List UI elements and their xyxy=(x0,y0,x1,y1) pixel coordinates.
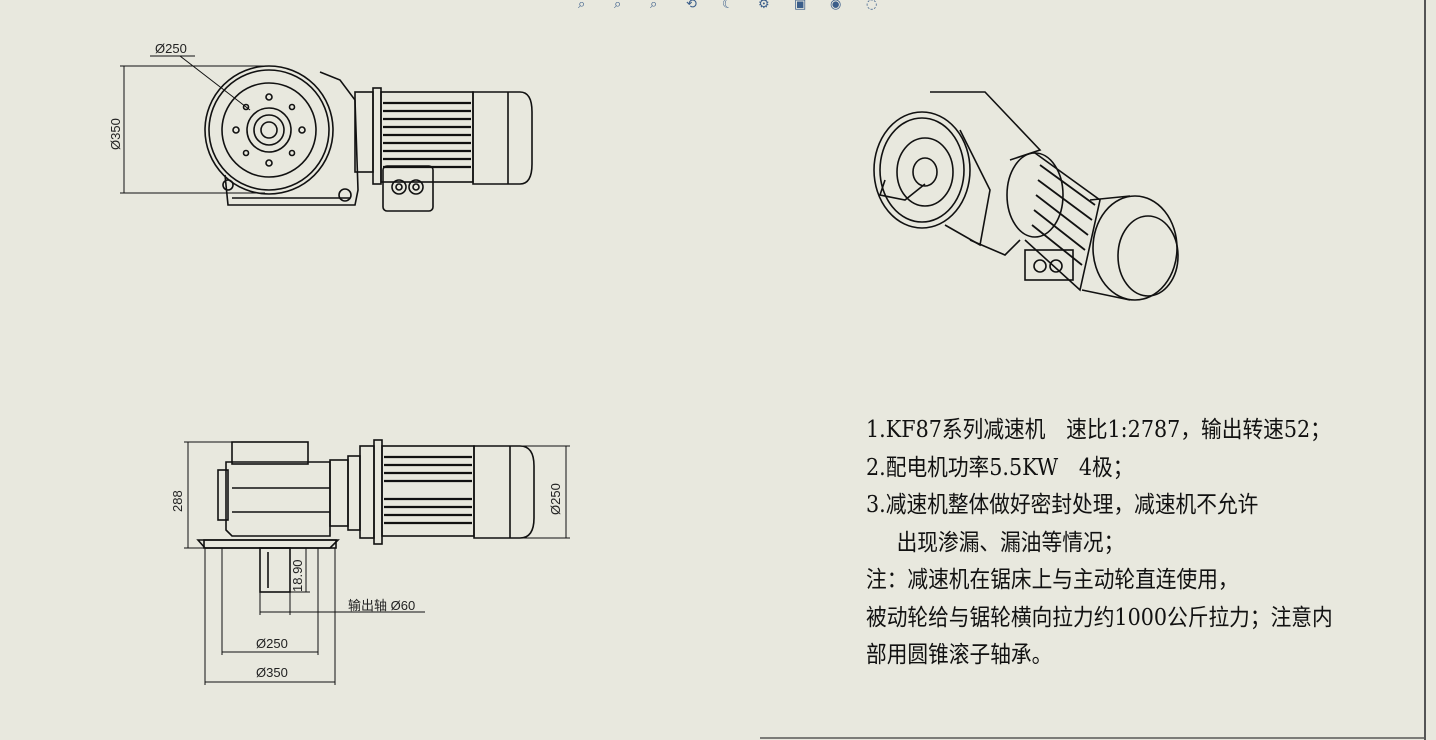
dim-flange-diameter: Ø350 xyxy=(256,665,288,680)
zoom-area-icon[interactable]: ⌕ xyxy=(614,0,622,12)
sheet-border xyxy=(1424,0,1426,740)
zoom-to-fit-icon[interactable]: ⌕ xyxy=(578,0,586,12)
undo-view-icon[interactable]: ☾ xyxy=(722,0,734,12)
dim-motor-diameter: Ø250 xyxy=(548,483,563,515)
technical-notes: 1.KF87系列减速机 速比1:2787，输出转速52； 2.配电机功率5.5K… xyxy=(866,412,1385,675)
isometric-view xyxy=(873,91,1179,301)
dim-front-height: 288 xyxy=(170,490,185,512)
appearance-icon[interactable]: ◌ xyxy=(866,0,878,12)
section-view-icon[interactable]: ⚙ xyxy=(758,0,770,12)
note-line: 被动轮给与锯轮横向拉力约1000公斤拉力；注意内 xyxy=(866,604,1333,631)
note-line: 部用圆锥滚子轴承。 xyxy=(866,642,1053,668)
note-line: 1.KF87系列减速机 速比1:2787，输出转速52； xyxy=(866,417,1331,443)
front-view xyxy=(184,439,570,685)
note-line: 出现渗漏、漏油等情况； xyxy=(896,529,1125,556)
zoom-in-out-icon[interactable]: ⌕ xyxy=(650,0,658,12)
hide-show-icon[interactable]: ◉ xyxy=(830,0,842,12)
note-line: 注：减速机在锯床上与主动轮直连使用， xyxy=(866,567,1239,593)
dim-flange-pcd: Ø250 xyxy=(256,636,288,651)
dim-shaft-length: 18.90 xyxy=(290,559,305,592)
dim-top-height: Ø350 xyxy=(108,118,123,150)
display-style-icon[interactable]: ▣ xyxy=(794,0,807,12)
rotate-view-icon[interactable]: ⟲ xyxy=(686,0,697,12)
top-view xyxy=(120,55,533,212)
view-toolbar: ⌕ ⌕ ⌕ ⟲ ☾ ⚙ ▣ ◉ ◌ xyxy=(578,0,888,14)
dim-top-diameter: Ø250 xyxy=(155,41,187,56)
note-line: 3.减速机整体做好密封处理，减速机不允许 xyxy=(866,492,1259,518)
note-line: 2.配电机功率5.5KW 4极； xyxy=(866,454,1134,481)
dim-output-shaft: 输出轴 Ø60 xyxy=(348,598,415,613)
